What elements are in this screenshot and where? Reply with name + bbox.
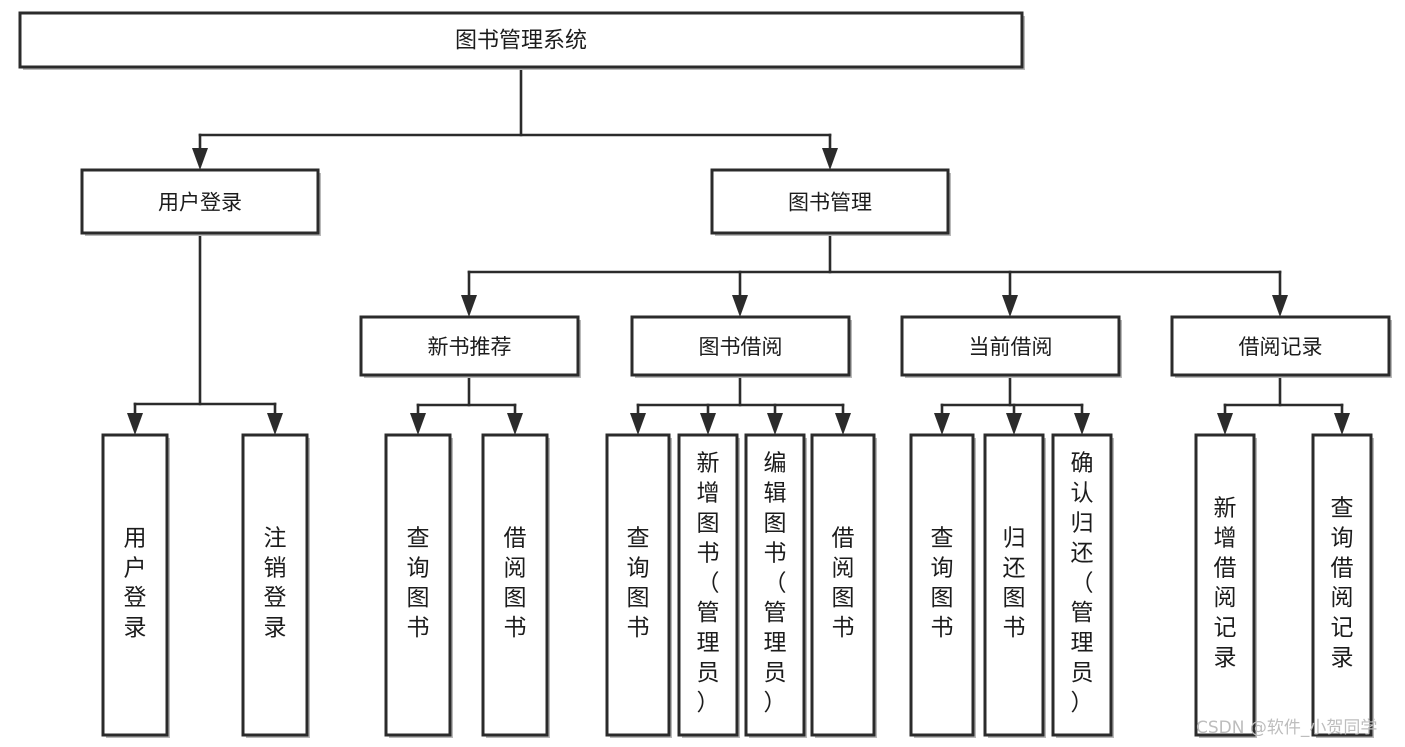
arrow-head-icon [267, 413, 283, 435]
arrow-head-icon [1217, 413, 1233, 435]
node-label: 新增借阅记录 [1214, 496, 1237, 672]
connector-group [127, 231, 283, 435]
node-box[interactable] [744, 433, 806, 737]
node-leaf-return-book[interactable]: 归还图书 [983, 433, 1046, 738]
connector-group [192, 65, 838, 170]
node-layer: 图书管理系统用户登录图书管理新书推荐图书借阅当前借阅借阅记录用户登录注销登录查询… [18, 11, 1392, 738]
node-current-borrow[interactable]: 当前借阅 [900, 315, 1122, 378]
node-leaf-query-book-1[interactable]: 查询图书 [384, 433, 453, 738]
arrow-head-icon [835, 413, 851, 435]
node-label: 用户登录 [158, 191, 242, 215]
arrow-head-icon [767, 413, 783, 435]
node-box[interactable] [1170, 315, 1391, 377]
node-box[interactable] [1194, 433, 1256, 737]
node-borrow-record[interactable]: 借阅记录 [1170, 315, 1392, 378]
arrow-head-icon [934, 413, 950, 435]
arrow-head-icon [822, 148, 838, 170]
connector-group [1217, 373, 1350, 435]
node-leaf-borrow-book-2[interactable]: 借阅图书 [810, 433, 877, 738]
node-label: 确认归还（管理员） [1071, 451, 1094, 716]
node-root[interactable]: 图书管理系统 [18, 11, 1025, 70]
node-book-manage[interactable]: 图书管理 [710, 168, 951, 236]
arrow-head-icon [1074, 413, 1090, 435]
node-box[interactable] [900, 315, 1121, 377]
connector-group [934, 373, 1090, 435]
node-label: 查询图书 [407, 525, 430, 641]
node-box[interactable] [983, 433, 1045, 737]
node-label: 图书管理系统 [455, 29, 587, 54]
node-label: 借阅图书 [832, 525, 855, 641]
arrow-head-icon [630, 413, 646, 435]
node-label: 图书借阅 [699, 335, 783, 359]
node-box[interactable] [18, 11, 1024, 69]
arrow-head-icon [1334, 413, 1350, 435]
connector-group [630, 373, 851, 435]
node-leaf-query-book-3[interactable]: 查询图书 [909, 433, 976, 738]
node-label: 查询借阅记录 [1331, 496, 1354, 672]
node-box[interactable] [1051, 433, 1113, 737]
node-leaf-add-record[interactable]: 新增借阅记录 [1194, 433, 1257, 738]
node-book-borrow[interactable]: 图书借阅 [630, 315, 852, 378]
node-leaf-query-book-2[interactable]: 查询图书 [605, 433, 672, 738]
connector-layer [127, 65, 1350, 435]
node-leaf-add-book[interactable]: 新增图书（管理员） [677, 433, 740, 738]
node-label: 新书推荐 [428, 335, 512, 359]
arrow-head-icon [700, 413, 716, 435]
node-box[interactable] [384, 433, 452, 737]
node-leaf-user-login[interactable]: 用户登录 [101, 433, 170, 738]
node-label: 编辑图书（管理员） [764, 451, 787, 716]
connector-group [410, 373, 523, 435]
connector-group [461, 231, 1288, 317]
arrow-head-icon [461, 295, 477, 317]
node-box[interactable] [1311, 433, 1373, 737]
node-leaf-query-record[interactable]: 查询借阅记录 [1311, 433, 1374, 738]
node-label: 归还图书 [1003, 525, 1026, 641]
node-leaf-confirm-return[interactable]: 确认归还（管理员） [1051, 433, 1114, 738]
arrow-head-icon [192, 148, 208, 170]
node-box[interactable] [810, 433, 876, 737]
node-leaf-borrow-book-1[interactable]: 借阅图书 [481, 433, 550, 738]
node-leaf-logout[interactable]: 注销登录 [241, 433, 310, 738]
node-label: 查询图书 [931, 525, 954, 641]
arrow-head-icon [127, 413, 143, 435]
node-box[interactable] [359, 315, 580, 377]
node-label: 借阅记录 [1239, 335, 1323, 359]
node-label: 新增图书（管理员） [697, 451, 720, 716]
node-label: 当前借阅 [969, 335, 1053, 359]
node-box[interactable] [630, 315, 851, 377]
node-box[interactable] [481, 433, 549, 737]
arrow-head-icon [507, 413, 523, 435]
node-label: 图书管理 [788, 191, 872, 215]
arrow-head-icon [1002, 295, 1018, 317]
node-box[interactable] [909, 433, 975, 737]
node-box[interactable] [605, 433, 671, 737]
node-label: 注销登录 [264, 525, 287, 641]
node-new-book-rec[interactable]: 新书推荐 [359, 315, 581, 378]
arrow-head-icon [1006, 413, 1022, 435]
node-label: 用户登录 [124, 525, 147, 641]
arrow-head-icon [410, 413, 426, 435]
node-label: 查询图书 [627, 525, 650, 641]
csdn-watermark: CSDN @软件_小贺同学 [1196, 718, 1377, 738]
arrow-head-icon [732, 295, 748, 317]
node-label: 借阅图书 [504, 525, 527, 641]
node-box[interactable] [80, 168, 320, 235]
node-box[interactable] [677, 433, 739, 737]
node-leaf-edit-book[interactable]: 编辑图书（管理员） [744, 433, 807, 738]
node-box[interactable] [710, 168, 950, 235]
node-user-login[interactable]: 用户登录 [80, 168, 321, 236]
node-box[interactable] [101, 433, 169, 737]
node-box[interactable] [241, 433, 309, 737]
arrow-head-icon [1272, 295, 1288, 317]
